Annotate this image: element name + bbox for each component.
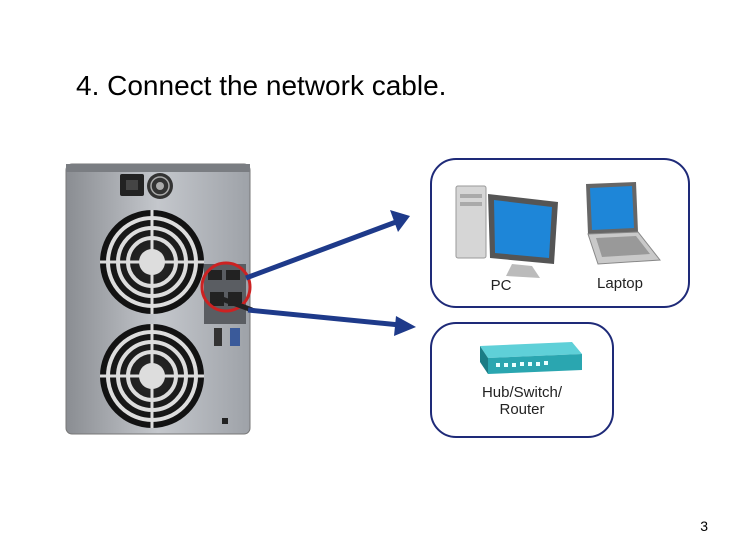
arrow-to-hub-icon	[247, 307, 416, 336]
computers-panel: PC Laptop	[430, 158, 690, 308]
hub-label-line1: Hub/Switch/	[481, 384, 563, 401]
pc-label: PC	[490, 277, 512, 294]
arrow-to-computers-icon	[245, 210, 410, 281]
switch-icon	[480, 342, 582, 374]
hub-switch-router-label: Hub/Switch/ Router	[462, 384, 582, 418]
nas-device	[65, 163, 253, 435]
power-socket-icon	[120, 174, 144, 196]
fan-top-icon	[100, 210, 204, 314]
page-number: 3	[700, 518, 708, 534]
small-fan-icon	[147, 173, 173, 199]
connection-diagram: PC Laptop Hub/Switch/ Rout	[64, 150, 704, 450]
port-panel	[204, 264, 246, 424]
diagram-graphics	[65, 163, 416, 435]
hub-label-line2: Router	[499, 401, 545, 418]
pc-icon	[455, 185, 558, 278]
slide-title: 4. Connect the network cable.	[76, 70, 447, 101]
fan-bottom-icon	[100, 324, 204, 428]
laptop-icon	[586, 182, 661, 265]
network-cable	[213, 293, 253, 313]
network-device-panel: Hub/Switch/ Router	[430, 322, 614, 438]
laptop-label: Laptop	[597, 275, 643, 292]
port-highlight-circle	[200, 261, 252, 313]
